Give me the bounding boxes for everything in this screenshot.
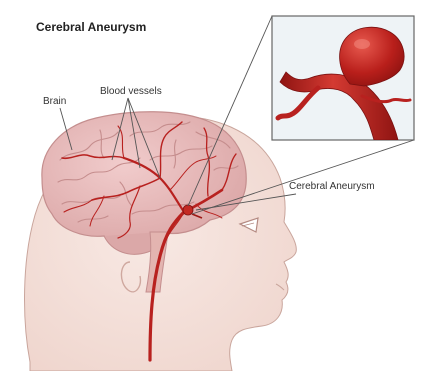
label-brain: Brain [43, 96, 66, 107]
diagram-title: Cerebral Aneurysm [36, 20, 146, 34]
label-blood-vessels: Blood vessels [100, 86, 162, 97]
label-cerebral-aneurysm: Cerebral Aneurysm [289, 181, 375, 192]
aneurysm-marker [183, 205, 193, 215]
aneurysm-closeup-inset [272, 16, 414, 140]
